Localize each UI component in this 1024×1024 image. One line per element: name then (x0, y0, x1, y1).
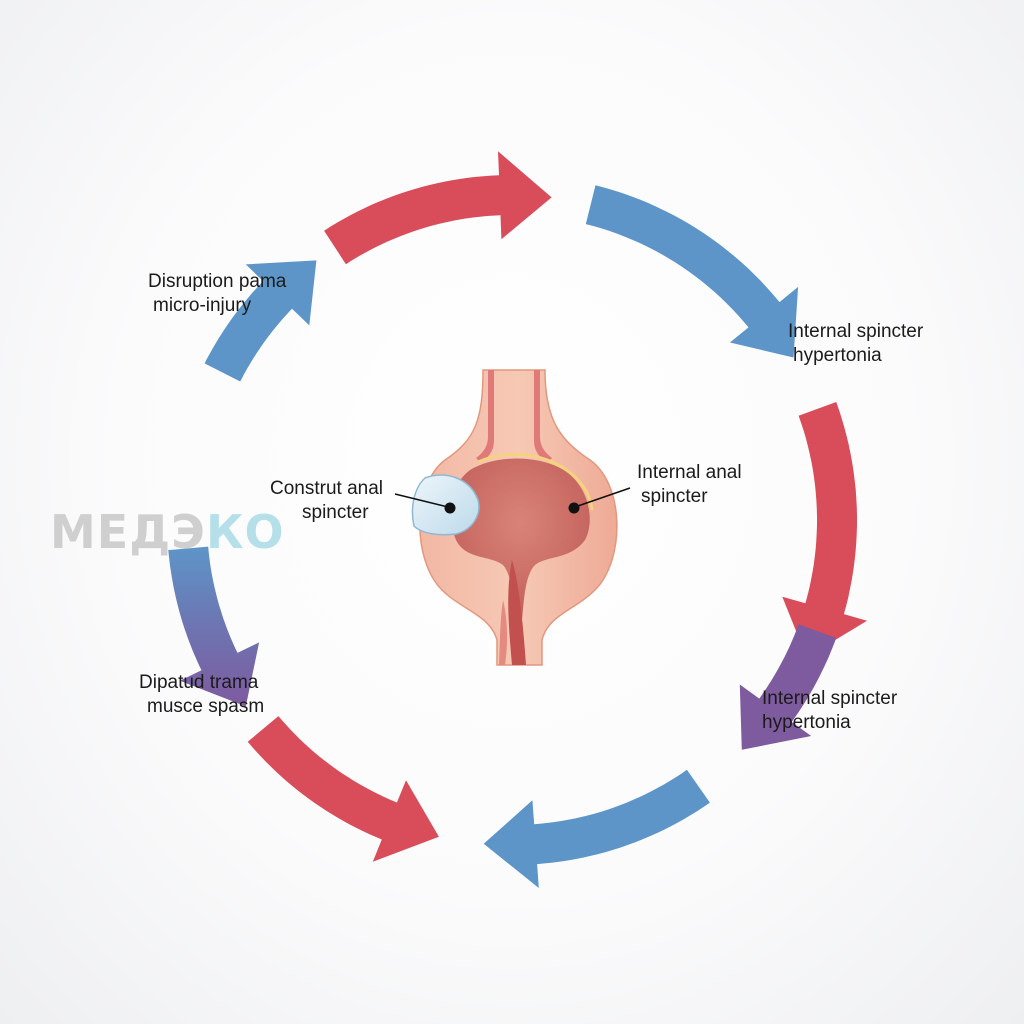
leader-dot-left (444, 502, 456, 514)
arrow-left-gradient (168, 546, 260, 707)
canal-lower (508, 560, 526, 665)
label-right-upper: Internal spincter hypertonia (788, 321, 924, 366)
leader-line-right (574, 487, 631, 508)
arrow-bottom-left-red (247, 716, 439, 862)
canal-lumen (450, 458, 590, 620)
watermark-text-1: МЕДЭ (50, 505, 206, 559)
arrow-upper-right-blue (585, 185, 799, 358)
label-internal-sphincter: Internal anal spincter (637, 462, 742, 507)
arrow-right-red (782, 402, 867, 658)
leader-line-left (394, 493, 449, 508)
leader-dot-right (568, 502, 580, 514)
arrow-bottom-blue (483, 769, 710, 888)
arrow-lower-right-purple (739, 624, 837, 750)
label-external-sphincter: Construt anal spincter (270, 478, 384, 523)
anal-canal-illustration (394, 369, 631, 666)
label-right-lower: Internal spincter hypertonia (762, 688, 898, 733)
arrow-upper-left-blue (204, 260, 317, 382)
cycle-arrows (168, 151, 867, 888)
canal-lower-highlight (499, 600, 508, 665)
watermark-text-2: КО (205, 505, 285, 559)
watermark-logo: МЕДЭКО (50, 505, 285, 559)
canal-lining (477, 453, 594, 511)
canal-upper-stripe-left (476, 370, 494, 462)
arrow-top-red (324, 151, 552, 265)
canal-upper-stripe-right (534, 370, 552, 462)
label-top-left: Disruption pama micro-injury (148, 271, 287, 316)
label-bottom-left: Dipatud trama musce spasm (139, 672, 265, 717)
